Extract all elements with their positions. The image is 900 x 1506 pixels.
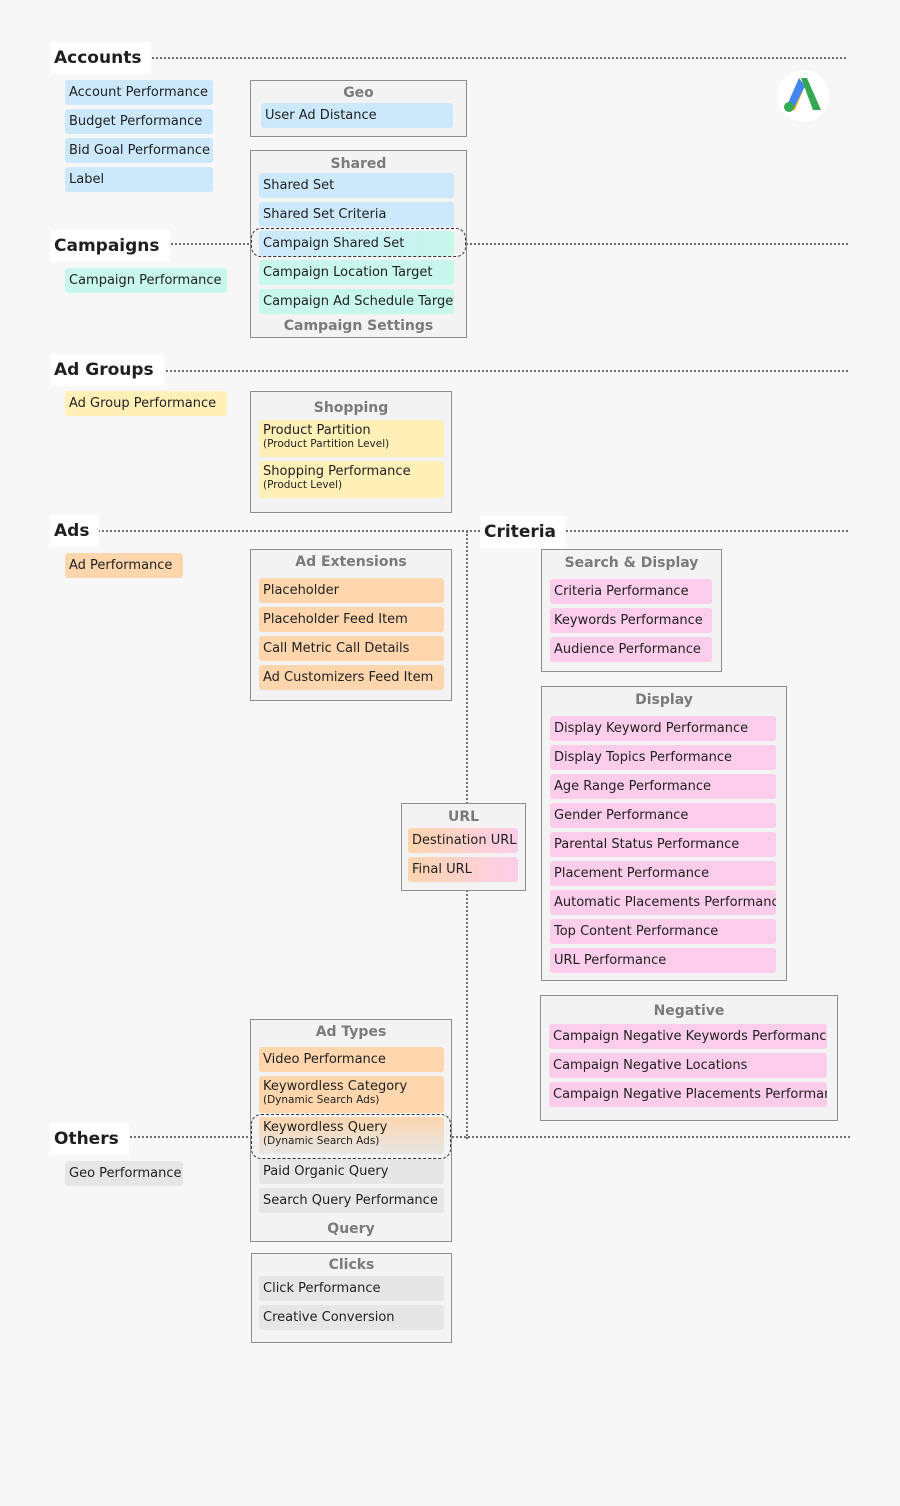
ad-type-report-pill[interactable]: Video Performance: [259, 1047, 444, 1072]
pill-label: Search Query Performance: [263, 1193, 438, 1208]
criteria-report-pill[interactable]: Keywords Performance: [550, 608, 712, 633]
shopping-report-pill[interactable]: Shopping Performance (Product Level): [259, 461, 444, 498]
campaign-settings-report-pill[interactable]: Campaign Location Target: [259, 260, 454, 285]
url-report-pill[interactable]: Destination URL: [408, 828, 518, 853]
pill-label: Paid Organic Query: [263, 1164, 389, 1179]
search-display-group-title: Search & Display: [564, 555, 699, 571]
display-report-pill[interactable]: Display Topics Performance: [550, 745, 776, 770]
campaign-settings-report-pill[interactable]: Campaign Ad Schedule Target: [259, 289, 454, 314]
shopping-group-title: Shopping: [313, 400, 389, 416]
pill-label: Keywordless Query: [263, 1120, 388, 1135]
shopping-report-pill[interactable]: Product Partition (Product Partition Lev…: [259, 420, 444, 457]
accounts-divider: [140, 57, 846, 59]
geo-report-pill[interactable]: User Ad Distance: [261, 103, 453, 128]
criteria-divider: [558, 530, 848, 532]
pill-label: Shopping Performance: [263, 464, 411, 479]
ad-type-report-pill[interactable]: Keywordless Category (Dynamic Search Ads…: [259, 1076, 444, 1113]
ad-extensions-group-box: Ad Extensions Placeholder Placeholder Fe…: [250, 549, 452, 701]
shopping-group-box: Shopping Product Partition (Product Part…: [250, 391, 452, 513]
pill-label: Keywordless Category: [263, 1079, 408, 1094]
display-report-pill[interactable]: Automatic Placements Performance: [550, 890, 776, 915]
shared-report-pill[interactable]: Shared Set Criteria: [259, 202, 454, 227]
query-report-pill[interactable]: Keywordless Query (Dynamic Search Ads): [259, 1117, 444, 1154]
shared-group-title: Shared: [330, 156, 387, 172]
ad-extension-report-pill[interactable]: Placeholder: [259, 578, 444, 603]
ad-extensions-group-title: Ad Extensions: [295, 554, 407, 570]
pill-label: Product Partition: [263, 423, 371, 438]
negative-report-pill[interactable]: Campaign Negative Locations: [549, 1053, 827, 1078]
clicks-group-title: Clicks: [328, 1257, 375, 1273]
section-title-ad-groups: Ad Groups: [50, 354, 164, 386]
negative-report-pill[interactable]: Campaign Negative Keywords Performance: [549, 1024, 827, 1049]
campaign-report-pill[interactable]: Campaign Performance: [65, 268, 227, 293]
url-group-title: URL: [447, 809, 480, 825]
clicks-group-box: Clicks Click Performance Creative Conver…: [251, 1253, 452, 1343]
others-report-pill[interactable]: Geo Performance: [65, 1161, 183, 1186]
section-title-criteria: Criteria: [480, 516, 567, 548]
account-report-pill[interactable]: Bid Goal Performance: [65, 138, 213, 163]
ad-types-group-box: Ad Types Video Performance Keywordless C…: [250, 1019, 452, 1242]
section-title-accounts: Accounts: [50, 42, 152, 74]
account-report-pill[interactable]: Budget Performance: [65, 109, 213, 134]
display-report-pill[interactable]: URL Performance: [550, 948, 776, 973]
clicks-report-pill[interactable]: Creative Conversion: [259, 1305, 444, 1330]
ads-divider: [95, 530, 480, 532]
keywordless-query-highlight: [251, 1114, 451, 1159]
display-report-pill[interactable]: Age Range Performance: [550, 774, 776, 799]
display-report-pill[interactable]: Gender Performance: [550, 803, 776, 828]
campaign-settings-group-title: Campaign Settings: [283, 318, 434, 334]
campaign-shared-set-highlight: [251, 228, 466, 257]
others-divider-right: [452, 1136, 850, 1138]
section-title-ads: Ads: [50, 515, 100, 547]
negative-group-box: Negative Campaign Negative Keywords Perf…: [540, 995, 838, 1121]
query-report-pill[interactable]: Search Query Performance: [259, 1188, 444, 1213]
ad-extension-report-pill[interactable]: Call Metric Call Details: [259, 636, 444, 661]
account-report-pill[interactable]: Label: [65, 167, 213, 192]
section-title-campaigns: Campaigns: [50, 230, 170, 262]
geo-group-box: Geo User Ad Distance: [250, 80, 467, 137]
negative-group-title: Negative: [653, 1003, 725, 1019]
section-title-others: Others: [50, 1123, 129, 1155]
display-report-pill[interactable]: Parental Status Performance: [550, 832, 776, 857]
query-report-pill[interactable]: Paid Organic Query: [259, 1159, 444, 1184]
display-report-pill[interactable]: Top Content Performance: [550, 919, 776, 944]
others-divider-left: [118, 1136, 252, 1138]
ad-types-group-title: Ad Types: [315, 1024, 387, 1040]
google-ads-logo-icon: [777, 70, 829, 122]
ad-extension-report-pill[interactable]: Placeholder Feed Item: [259, 607, 444, 632]
geo-group-title: Geo: [343, 85, 374, 101]
url-group-box: URL Destination URL Final URL: [401, 803, 526, 891]
shared-report-pill[interactable]: Campaign Shared Set: [259, 231, 454, 256]
pill-label: Video Performance: [263, 1052, 386, 1067]
criteria-report-pill[interactable]: Audience Performance: [550, 637, 712, 662]
pill-sublabel: (Dynamic Search Ads): [263, 1094, 380, 1106]
shared-group-box: Shared Shared Set Shared Set Criteria Ca…: [250, 150, 467, 338]
display-group-title: Display: [635, 692, 693, 708]
search-display-group-box: Search & Display Criteria Performance Ke…: [541, 549, 722, 672]
account-report-pill[interactable]: Account Performance: [65, 80, 213, 105]
ad-extension-report-pill[interactable]: Ad Customizers Feed Item: [259, 665, 444, 690]
ad-group-report-pill[interactable]: Ad Group Performance: [65, 391, 227, 416]
campaigns-divider-right: [466, 243, 848, 245]
negative-report-pill[interactable]: Campaign Negative Placements Performance: [549, 1082, 827, 1107]
criteria-report-pill[interactable]: Criteria Performance: [550, 579, 712, 604]
ad-groups-divider: [155, 370, 848, 372]
shared-report-pill[interactable]: Shared Set: [259, 173, 454, 198]
campaigns-divider-left: [160, 243, 252, 245]
pill-sublabel: (Dynamic Search Ads): [263, 1135, 380, 1147]
ad-report-pill[interactable]: Ad Performance: [65, 553, 183, 578]
clicks-report-pill[interactable]: Click Performance: [259, 1276, 444, 1301]
display-group-box: Display Display Keyword Performance Disp…: [541, 686, 787, 981]
display-report-pill[interactable]: Placement Performance: [550, 861, 776, 886]
display-report-pill[interactable]: Display Keyword Performance: [550, 716, 776, 741]
url-report-pill[interactable]: Final URL: [408, 857, 518, 882]
query-group-title: Query: [327, 1221, 375, 1237]
pill-sublabel: (Product Level): [263, 479, 343, 491]
pill-sublabel: (Product Partition Level): [263, 438, 390, 450]
